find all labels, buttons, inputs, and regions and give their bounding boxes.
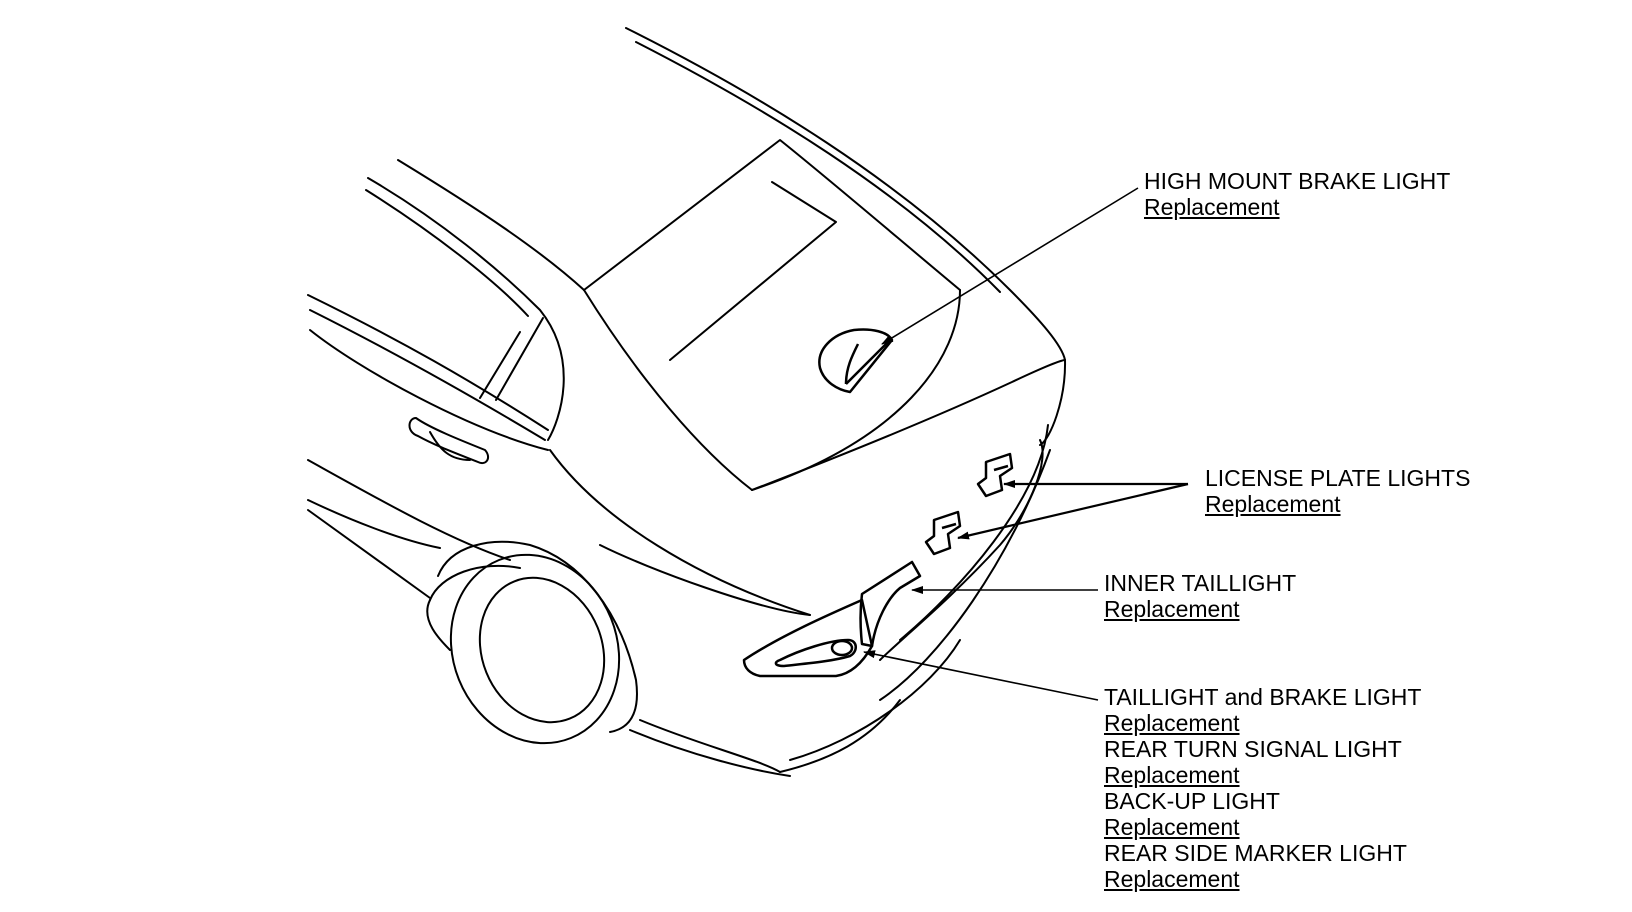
replacement-link[interactable]: Replacement bbox=[1144, 194, 1280, 220]
callout-title: HIGH MOUNT BRAKE LIGHT bbox=[1144, 168, 1451, 194]
replacement-link[interactable]: Replacement bbox=[1104, 814, 1240, 840]
callout-pair-back-up-light: BACK-UP LIGHT Replacement bbox=[1104, 788, 1421, 840]
callout-high-mount-brake-light: HIGH MOUNT BRAKE LIGHT Replacement bbox=[1144, 168, 1450, 220]
callout-title: TAILLIGHT and BRAKE LIGHT bbox=[1104, 684, 1422, 710]
replacement-link[interactable]: Replacement bbox=[1205, 491, 1341, 517]
leader-high-mount bbox=[881, 187, 1139, 345]
callout-title: LICENSE PLATE LIGHTS bbox=[1205, 465, 1471, 491]
callout-title: INNER TAILLIGHT bbox=[1104, 570, 1297, 596]
leader-license-lower bbox=[957, 482, 1189, 540]
replacement-link[interactable]: Replacement bbox=[1104, 762, 1240, 788]
callout-inner-taillight: INNER TAILLIGHT Replacement bbox=[1104, 570, 1296, 622]
leader-lines bbox=[863, 187, 1189, 701]
callout-pair-rear-side-marker: REAR SIDE MARKER LIGHT Replacement bbox=[1104, 840, 1421, 892]
callout-title: REAR TURN SIGNAL LIGHT bbox=[1104, 736, 1402, 762]
callout-title: BACK-UP LIGHT bbox=[1104, 788, 1280, 814]
outer-taillight-shape bbox=[742, 598, 874, 678]
callout-rear-light-group: TAILLIGHT and BRAKE LIGHT Replacement RE… bbox=[1104, 684, 1421, 892]
replacement-link[interactable]: Replacement bbox=[1104, 710, 1240, 736]
inner-taillight-shape bbox=[859, 560, 922, 648]
callout-license-plate-lights: LICENSE PLATE LIGHTS Replacement bbox=[1205, 465, 1470, 517]
car-body-outline bbox=[307, 27, 1067, 777]
callout-pair-taillight-brake: TAILLIGHT and BRAKE LIGHT Replacement bbox=[1104, 684, 1421, 736]
high-mount-brake-light-shape bbox=[818, 328, 894, 394]
leader-taillight bbox=[863, 650, 1099, 701]
license-plate-light-upper bbox=[976, 452, 1014, 498]
license-plate-light-lower bbox=[924, 510, 962, 556]
callout-title: REAR SIDE MARKER LIGHT bbox=[1104, 840, 1407, 866]
replacement-link[interactable]: Replacement bbox=[1104, 866, 1240, 892]
callout-pair-rear-turn-signal: REAR TURN SIGNAL LIGHT Replacement bbox=[1104, 736, 1421, 788]
replacement-link[interactable]: Replacement bbox=[1104, 596, 1240, 622]
